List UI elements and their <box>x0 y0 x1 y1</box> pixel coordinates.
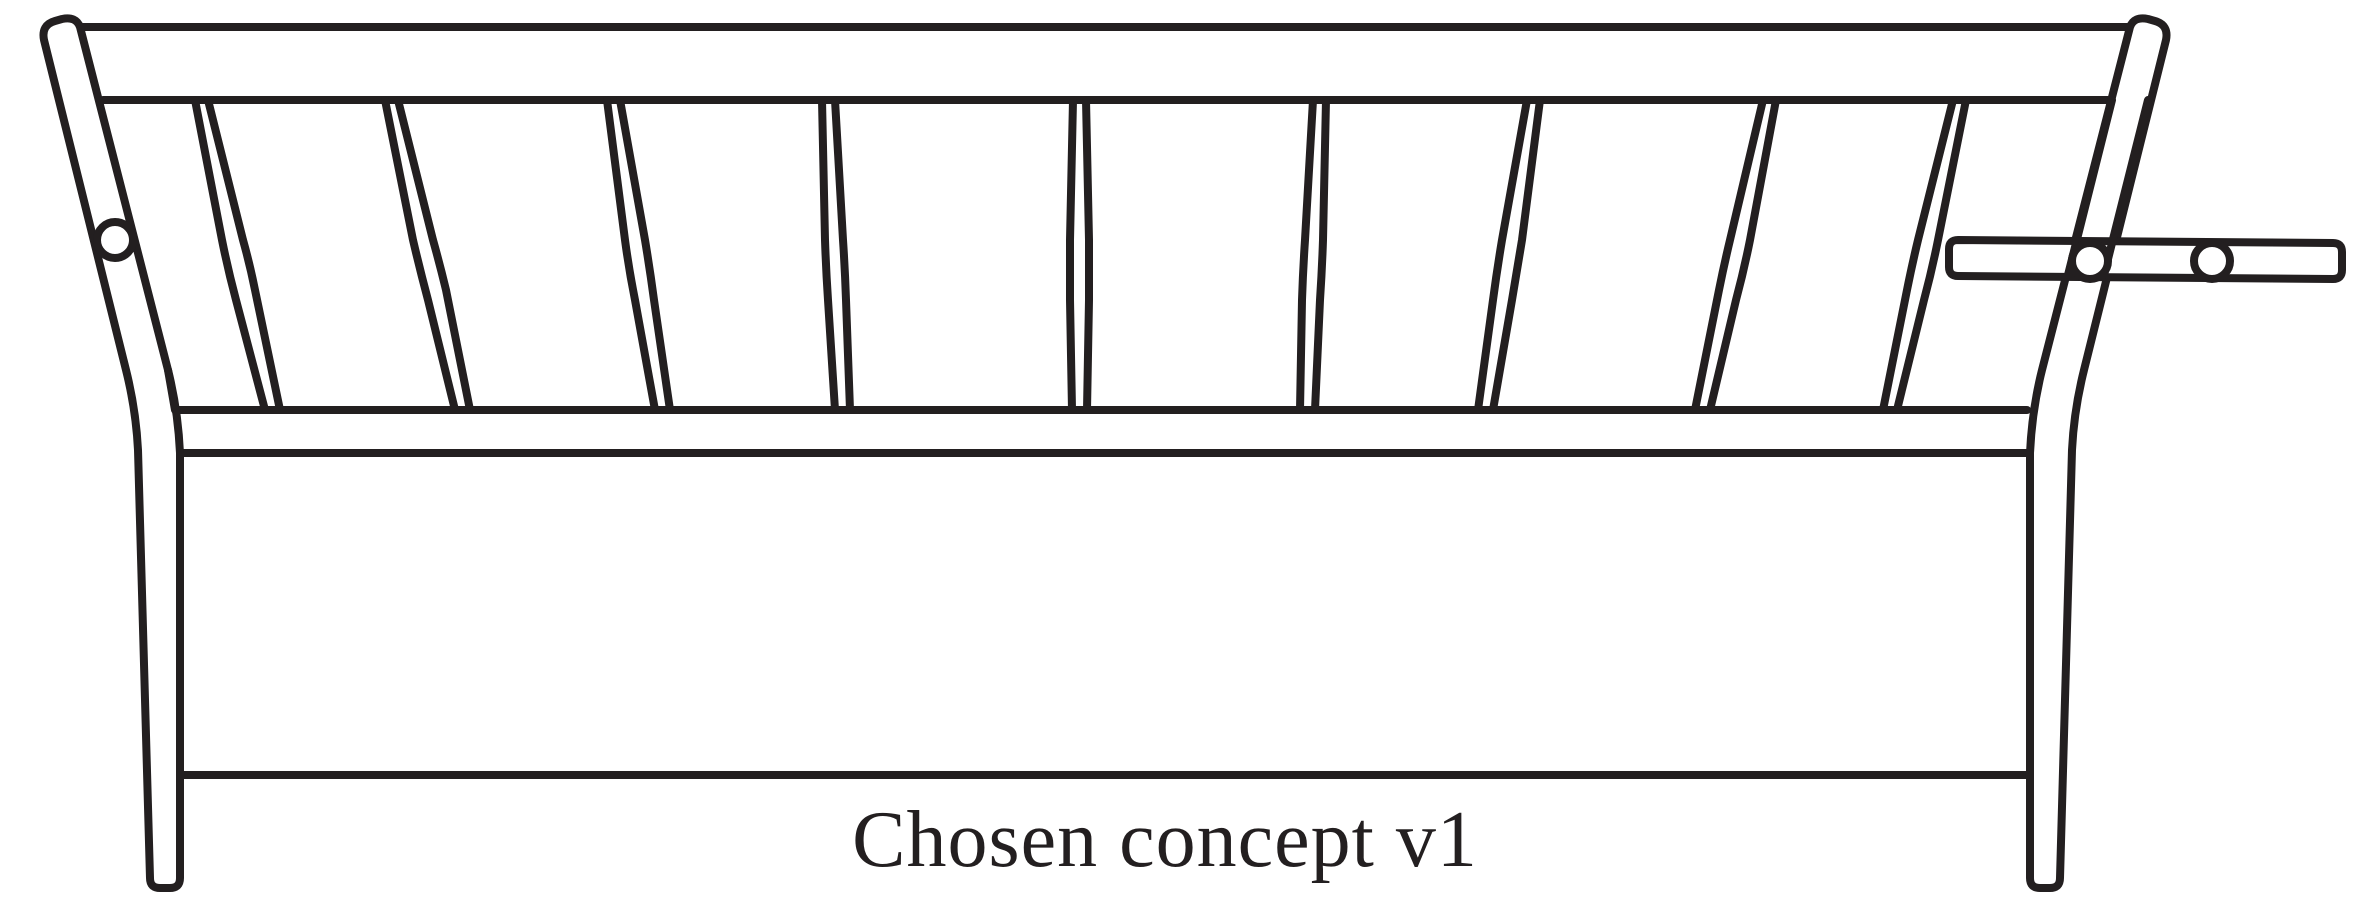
bar-pivot-icon <box>2068 239 2112 283</box>
spindle <box>1474 96 1544 414</box>
spindles <box>191 96 1970 414</box>
spindle <box>1296 96 1330 414</box>
spindle <box>1691 96 1780 414</box>
base-box <box>171 406 2031 779</box>
top-rail <box>76 23 2134 104</box>
left-end-post <box>39 14 184 892</box>
spindle <box>381 96 474 414</box>
spindle <box>603 96 674 414</box>
right-end-post <box>2026 14 2171 892</box>
spindle <box>1066 96 1093 414</box>
bar-end-pivot-icon <box>2190 239 2234 283</box>
spindle <box>1879 96 1970 414</box>
concept-caption: Chosen concept v1 <box>852 796 1478 884</box>
spindle <box>818 96 854 414</box>
spindle <box>191 96 284 414</box>
adjustment-bar <box>1945 236 2346 283</box>
left-pivot-icon <box>93 218 137 262</box>
left-post-rail-edge <box>164 366 179 414</box>
